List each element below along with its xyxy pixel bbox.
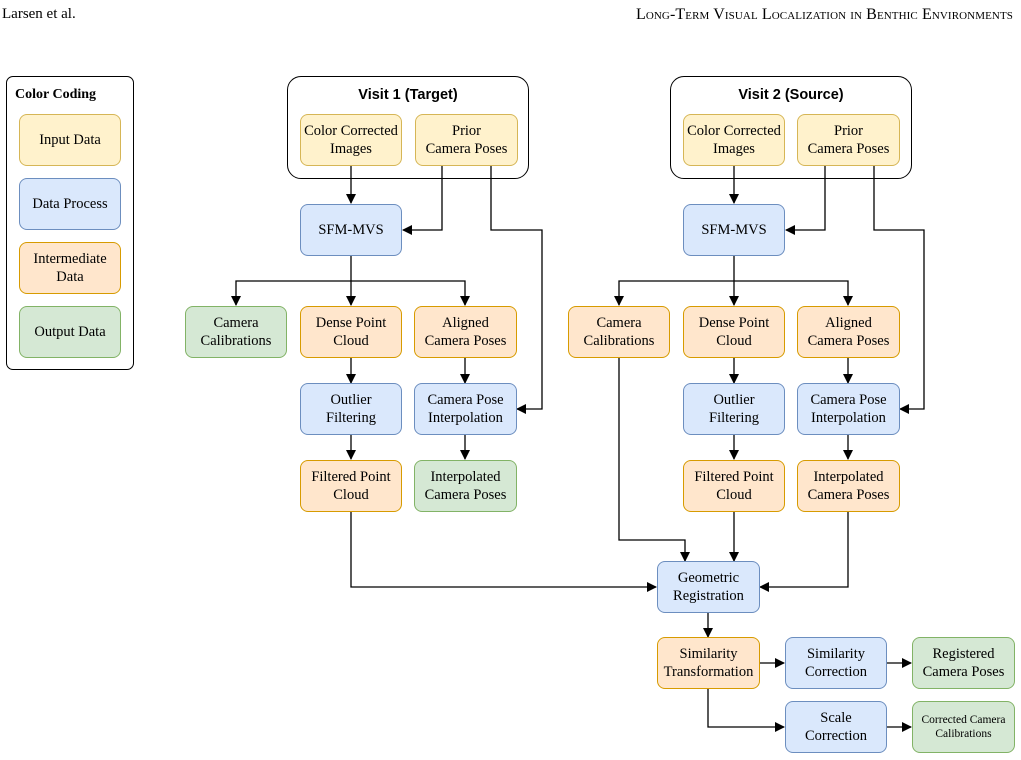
header-authors: Larsen et al. bbox=[2, 6, 76, 22]
visit1-camera-pose-interpolation: Camera Pose Interpolation bbox=[414, 383, 517, 435]
similarity-transformation: Similarity Transformation bbox=[657, 637, 760, 689]
visit2-camera-calibrations: Camera Calibrations bbox=[568, 306, 670, 358]
visit2-prior-camera-poses: Prior Camera Poses bbox=[797, 114, 900, 166]
header-title: Long-Term Visual Localization in Benthic… bbox=[635, 6, 1013, 23]
similarity-correction: Similarity Correction bbox=[785, 637, 887, 689]
visit2-camera-pose-interpolation: Camera Pose Interpolation bbox=[797, 383, 900, 435]
visit1-title: Visit 1 (Target) bbox=[358, 87, 458, 103]
visit2-outlier-filtering: Outlier Filtering bbox=[683, 383, 785, 435]
corrected-camera-calibrations: Corrected Camera Calibrations bbox=[912, 701, 1015, 753]
legend-input-data: Input Data bbox=[19, 114, 121, 166]
legend-intermediate-data: Intermediate Data bbox=[19, 242, 121, 294]
visit2-sfm-mvs: SFM-MVS bbox=[683, 204, 785, 256]
visit1-aligned-camera-poses: Aligned Camera Poses bbox=[414, 306, 517, 358]
visit2-interpolated-camera-poses: Interpolated Camera Poses bbox=[797, 460, 900, 512]
visit1-outlier-filtering: Outlier Filtering bbox=[300, 383, 402, 435]
visit2-aligned-camera-poses: Aligned Camera Poses bbox=[797, 306, 900, 358]
visit2-title: Visit 2 (Source) bbox=[738, 87, 844, 103]
legend-title: Color Coding bbox=[15, 87, 97, 102]
visit1-interpolated-camera-poses: Interpolated Camera Poses bbox=[414, 460, 517, 512]
registered-camera-poses: Registered Camera Poses bbox=[912, 637, 1015, 689]
visit2-dense-point-cloud: Dense Point Cloud bbox=[683, 306, 785, 358]
legend-output-data: Output Data bbox=[19, 306, 121, 358]
visit1-color-corrected-images: Color Corrected Images bbox=[300, 114, 402, 166]
visit1-prior-camera-poses: Prior Camera Poses bbox=[415, 114, 518, 166]
scale-correction: Scale Correction bbox=[785, 701, 887, 753]
visit1-filtered-point-cloud: Filtered Point Cloud bbox=[300, 460, 402, 512]
visit1-sfm-mvs: SFM-MVS bbox=[300, 204, 402, 256]
visit2-filtered-point-cloud: Filtered Point Cloud bbox=[683, 460, 785, 512]
visit2-color-corrected-images: Color Corrected Images bbox=[683, 114, 785, 166]
visit1-dense-point-cloud: Dense Point Cloud bbox=[300, 306, 402, 358]
visit1-camera-calibrations: Camera Calibrations bbox=[185, 306, 287, 358]
legend-data-process: Data Process bbox=[19, 178, 121, 230]
geometric-registration: Geometric Registration bbox=[657, 561, 760, 613]
